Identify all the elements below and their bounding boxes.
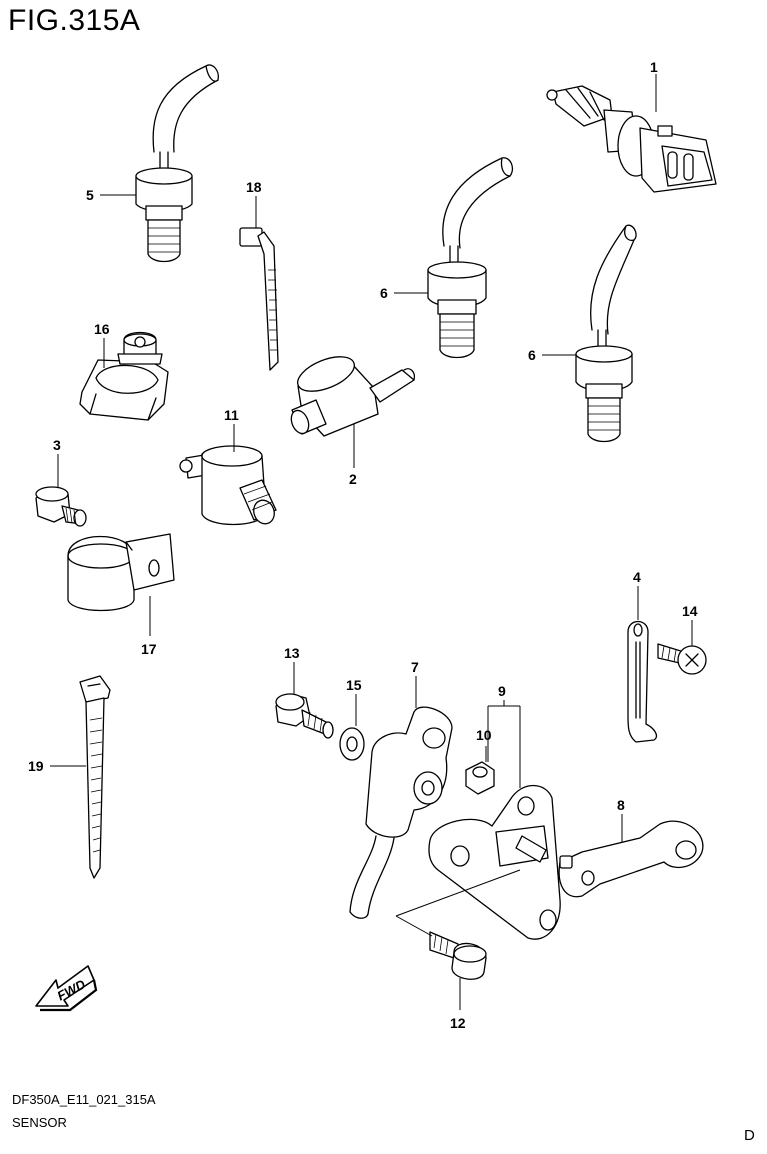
callout-9: 9 bbox=[498, 683, 506, 699]
callout-2: 2 bbox=[349, 471, 357, 487]
part-16-clamp[interactable] bbox=[79, 331, 169, 421]
part-4-ground-strap[interactable] bbox=[627, 620, 658, 743]
part-8-lever[interactable] bbox=[558, 820, 704, 898]
callout-3: 3 bbox=[53, 437, 61, 453]
part-1-temperature-sensor[interactable] bbox=[546, 85, 717, 193]
callout-11: 11 bbox=[224, 407, 239, 423]
part-14-screw[interactable] bbox=[657, 643, 707, 675]
part-6-pressure-sensor-upper[interactable] bbox=[427, 157, 514, 359]
callout-4: 4 bbox=[633, 569, 641, 585]
part-17-clamp-bracket[interactable] bbox=[67, 533, 175, 612]
callout-1: 1 bbox=[650, 59, 658, 75]
callout-8: 8 bbox=[617, 797, 625, 813]
fwd-arrow-icon: FWD bbox=[35, 965, 98, 1012]
figure-title: FIG.315A bbox=[8, 4, 141, 37]
part-15-washer[interactable] bbox=[339, 727, 365, 761]
callout-6a: 6 bbox=[380, 285, 388, 301]
callout-16: 16 bbox=[94, 321, 110, 337]
part-7-position-sensor[interactable] bbox=[349, 706, 453, 919]
callout-18: 18 bbox=[246, 179, 262, 195]
callout-10: 10 bbox=[476, 727, 492, 743]
callout-5: 5 bbox=[86, 187, 94, 203]
callout-12: 12 bbox=[450, 1015, 466, 1031]
part-10-nut[interactable] bbox=[465, 761, 495, 795]
figure-name: SENSOR bbox=[12, 1115, 67, 1130]
part-12-bolt[interactable] bbox=[429, 931, 487, 980]
callout-6b: 6 bbox=[528, 347, 536, 363]
part-6-pressure-sensor-lower[interactable] bbox=[575, 224, 637, 443]
part-18-cable-tie[interactable] bbox=[239, 227, 279, 371]
callout-15: 15 bbox=[346, 677, 362, 693]
part-13-bolt[interactable] bbox=[275, 693, 334, 739]
callout-17: 17 bbox=[141, 641, 157, 657]
part-3-bolt[interactable] bbox=[35, 486, 87, 527]
callout-7: 7 bbox=[411, 659, 419, 675]
figure-code: DF350A_E11_021_315A bbox=[12, 1092, 156, 1107]
callout-19: 19 bbox=[28, 758, 44, 774]
callout-13: 13 bbox=[284, 645, 300, 661]
part-9-link-bracket[interactable] bbox=[428, 785, 561, 940]
callout-14: 14 bbox=[682, 603, 698, 619]
part-2-knock-sensor[interactable] bbox=[288, 350, 416, 437]
part-19-cable-tie[interactable] bbox=[79, 675, 111, 879]
part-11-oil-pressure-switch[interactable] bbox=[179, 445, 278, 527]
page-letter: D bbox=[744, 1127, 755, 1144]
part-5-pressure-sensor[interactable] bbox=[135, 64, 219, 263]
